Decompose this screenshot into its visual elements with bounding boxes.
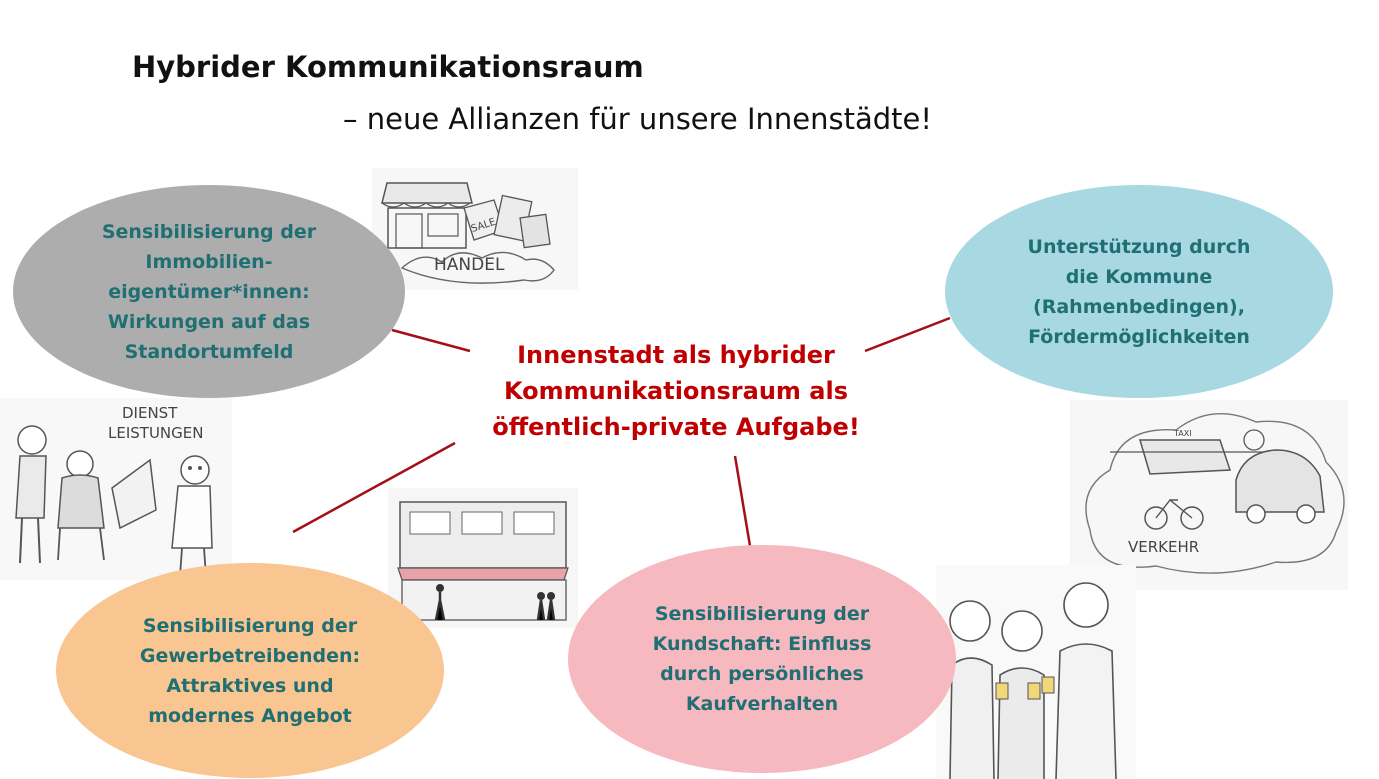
- node-text-line: Gewerbetreibenden:: [139, 644, 361, 667]
- node-immobilieneigentuemer: Sensibilisierung der Immobilien- eigentü…: [13, 185, 405, 398]
- node-text-line: Immobilien-: [145, 250, 273, 273]
- central-statement-line: Kommunikationsraum als: [504, 377, 848, 405]
- people-toasting-sketch-icon: [936, 565, 1136, 779]
- node-text-line: modernes Angebot: [148, 704, 352, 727]
- node-text-line: die Kommune: [1065, 265, 1213, 288]
- svg-text:VERKEHR: VERKEHR: [1128, 538, 1199, 556]
- svg-text:HANDEL: HANDEL: [434, 255, 505, 275]
- svg-text:LEISTUNGEN: LEISTUNGEN: [108, 424, 203, 442]
- storefront-sketch-icon: [388, 488, 578, 628]
- node-gewerbetreibende: Sensibilisierung der Gewerbetreibenden: …: [56, 563, 444, 778]
- node-text-line: Wirkungen auf das: [107, 310, 311, 333]
- node-text-line: Standortumfeld: [124, 340, 294, 363]
- node-text-line: Fördermöglichkeiten: [1028, 325, 1250, 348]
- traffic-sketch-icon: TAXI VERKEHR: [1070, 400, 1348, 590]
- node-text-line: Unterstützung durch: [1027, 235, 1251, 258]
- central-statement-line: öffentlich-private Aufgabe!: [492, 413, 860, 441]
- svg-text:DIENST: DIENST: [122, 404, 178, 422]
- node-text-line: Sensibilisierung der: [142, 614, 358, 637]
- central-statement: Innenstadt als hybrider Kommunikationsra…: [466, 337, 886, 445]
- connector-line-top-left: [391, 328, 471, 353]
- node-text-line: eigentümer*innen:: [108, 280, 310, 303]
- node-text-line: durch persönliches: [660, 663, 864, 685]
- connector-line-bottom-right: [733, 455, 752, 547]
- node-text-line: Kundschaft: Einfluss: [652, 633, 872, 655]
- page-title: Hybrider Kommunikationsraum: [132, 50, 644, 84]
- node-kommune: Unterstützung durch die Kommune (Rahmenb…: [945, 185, 1333, 398]
- node-text-line: Attraktives und: [166, 674, 334, 697]
- central-statement-line: Innenstadt als hybrider: [517, 341, 835, 369]
- svg-text:TAXI: TAXI: [1173, 429, 1192, 438]
- node-text-line: Kaufverhalten: [685, 693, 839, 715]
- node-text-line: (Rahmenbedingen),: [1033, 295, 1245, 318]
- shop-sketch-icon: SALE HANDEL: [372, 168, 578, 290]
- service-people-sketch-icon: DIENST LEISTUNGEN: [0, 398, 232, 580]
- node-kundschaft: Sensibilisierung der Kundschaft: Einflus…: [568, 545, 956, 773]
- connector-line-bottom-left: [292, 441, 456, 534]
- page-subtitle: – neue Allianzen für unsere Innenstädte!: [343, 102, 933, 136]
- connector-line-top-right: [864, 316, 951, 353]
- node-text-line: Sensibilisierung der: [101, 220, 317, 243]
- node-text-line: Sensibilisierung der: [654, 603, 870, 625]
